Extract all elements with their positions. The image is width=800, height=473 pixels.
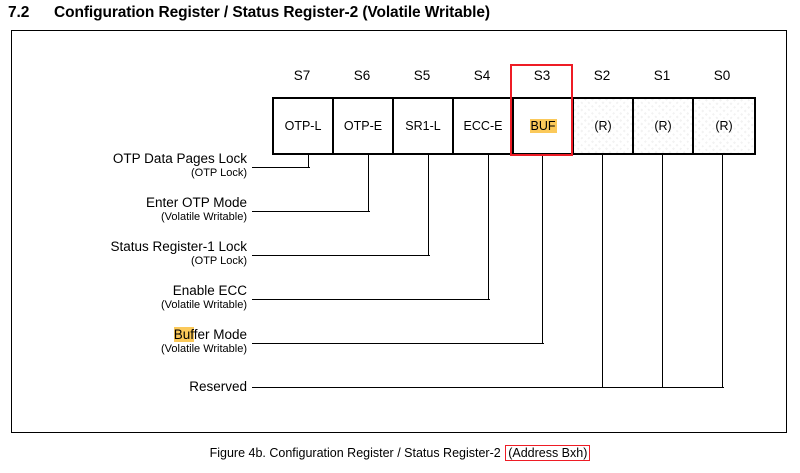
register-cell-s3: BUF <box>514 99 574 153</box>
section-title: Configuration Register / Status Register… <box>54 4 490 21</box>
leader-h-reserved <box>252 387 724 388</box>
register-bit-row: OTP-L OTP-E SR1-L ECC-E BUF (R) (R) (R) <box>272 97 756 155</box>
register-cell-s4-label: ECC-E <box>463 119 503 133</box>
callout-buffer-mode-rest: fer Mode <box>193 327 247 342</box>
leader-v-reserved-s2 <box>602 155 603 388</box>
leader-v-status-register-1-lock <box>428 155 429 256</box>
callout-reserved-main: Reserved <box>189 379 247 394</box>
register-cell-s7: OTP-L <box>274 99 334 153</box>
bit-index-s4: S4 <box>473 68 491 83</box>
bit-index-s0: S0 <box>713 68 731 83</box>
callout-enable-ecc-main: Enable ECC <box>172 283 247 298</box>
register-cell-s1-label: (R) <box>654 119 672 133</box>
callout-reserved: Reserved <box>189 379 247 395</box>
register-cell-s5-label: SR1-L <box>405 119 441 133</box>
leader-h-enable-ecc <box>252 299 490 300</box>
callout-otp-data-pages-lock-sub: (OTP Lock) <box>190 166 247 179</box>
register-cell-s2: (R) <box>574 99 634 153</box>
register-cell-s0-label: (R) <box>715 119 733 133</box>
figure-frame <box>11 30 787 433</box>
section-number: 7.2 <box>8 4 30 21</box>
register-cell-s6-label: OTP-E <box>343 119 383 133</box>
figure-caption-text: Figure 4b. Configuration Register / Stat… <box>209 446 505 460</box>
figure-caption-address: (Address Bxh) <box>505 445 591 461</box>
callout-buffer-mode-highlight: Buf <box>173 327 194 342</box>
leader-h-otp-data-pages-lock <box>252 167 310 168</box>
bit-index-s2: S2 <box>593 68 611 83</box>
callout-enable-ecc: Enable ECC (Volatile Writable) <box>161 283 247 311</box>
leader-v-reserved-s0 <box>722 155 723 388</box>
register-cell-s6: OTP-E <box>334 99 394 153</box>
leader-v-buffer-mode <box>542 155 543 344</box>
leader-v-reserved-s1 <box>662 155 663 388</box>
register-cell-s5: SR1-L <box>394 99 454 153</box>
register-cell-s0: (R) <box>694 99 754 153</box>
callout-buffer-mode: Buffer Mode (Volatile Writable) <box>161 327 247 355</box>
leader-h-enter-otp-mode <box>252 211 370 212</box>
bit-index-s3: S3 <box>533 68 551 83</box>
callout-enable-ecc-sub: (Volatile Writable) <box>161 298 247 311</box>
bit-index-s6: S6 <box>353 68 371 83</box>
figure-caption: Figure 4b. Configuration Register / Stat… <box>0 445 800 461</box>
leader-h-status-register-1-lock <box>252 255 430 256</box>
bit-index-s5: S5 <box>413 68 431 83</box>
callout-enter-otp-mode-main: Enter OTP Mode <box>145 195 247 210</box>
register-cell-s3-label: BUF <box>529 119 557 133</box>
register-cell-s4: ECC-E <box>454 99 514 153</box>
leader-v-enter-otp-mode <box>368 155 369 212</box>
register-cell-s1: (R) <box>634 99 694 153</box>
callout-status-register-1-lock-main: Status Register-1 Lock <box>110 239 247 254</box>
leader-h-buffer-mode <box>252 343 544 344</box>
section-heading: 7.2 Configuration Register / Status Regi… <box>8 0 788 26</box>
bit-index-s7: S7 <box>293 68 311 83</box>
callout-enter-otp-mode: Enter OTP Mode (Volatile Writable) <box>145 195 247 223</box>
leader-v-otp-data-pages-lock <box>308 155 309 168</box>
leader-v-enable-ecc <box>488 155 489 300</box>
callout-buffer-mode-sub: (Volatile Writable) <box>161 342 247 355</box>
callout-buffer-mode-main: Buffer Mode <box>161 327 247 343</box>
callout-enter-otp-mode-sub: (Volatile Writable) <box>161 210 247 223</box>
callout-otp-data-pages-lock-main: OTP Data Pages Lock <box>112 151 247 166</box>
callout-status-register-1-lock: Status Register-1 Lock (OTP Lock) <box>110 239 247 267</box>
callout-otp-data-pages-lock: OTP Data Pages Lock (OTP Lock) <box>112 151 247 179</box>
register-cell-s7-label: OTP-L <box>284 119 322 133</box>
callout-status-register-1-lock-sub: (OTP Lock) <box>190 254 247 267</box>
bit-index-s1: S1 <box>653 68 671 83</box>
register-cell-s2-label: (R) <box>594 119 612 133</box>
